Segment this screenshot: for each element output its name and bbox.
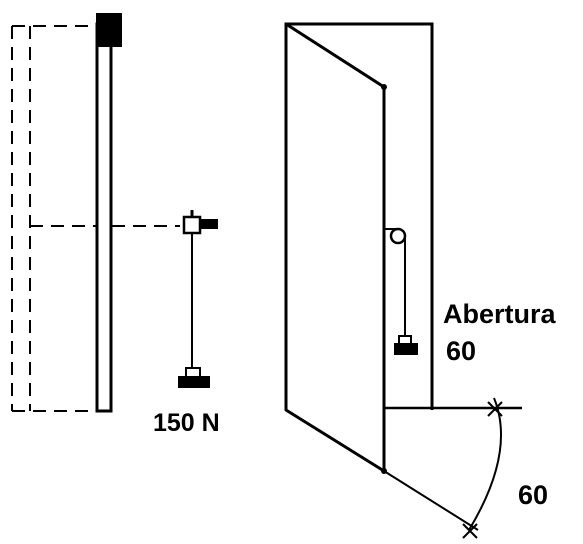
door-pulley bbox=[384, 227, 407, 338]
door-leaf-edge bbox=[95, 22, 113, 413]
door-pulley-wheel bbox=[389, 227, 407, 245]
angle-arc bbox=[468, 397, 503, 531]
angle-arc-end-marks bbox=[462, 401, 503, 539]
opening-label-value: 60 bbox=[446, 336, 476, 366]
side-view: 150 N bbox=[11, 13, 220, 437]
load-label: 150 N bbox=[153, 409, 220, 437]
weight-top bbox=[185, 367, 201, 378]
door-weight-top bbox=[398, 335, 412, 345]
door-weight bbox=[394, 335, 418, 355]
open-door-leaf bbox=[284, 22, 386, 473]
perspective-view: Abertura 60 60 bbox=[284, 22, 557, 539]
door-weight-base bbox=[394, 343, 418, 355]
angle-label: 60 bbox=[518, 480, 548, 510]
dashed-door-outline bbox=[11, 25, 180, 412]
pulley-attachment bbox=[182, 210, 218, 235]
door-corner-top bbox=[381, 84, 387, 90]
weight-base bbox=[178, 376, 210, 388]
opening-label-word: Abertura bbox=[443, 299, 557, 329]
pulley-axle bbox=[200, 219, 218, 229]
hinge-block bbox=[96, 13, 122, 47]
opening-direction-line bbox=[383, 470, 479, 531]
pulley-body bbox=[182, 215, 202, 235]
weight bbox=[178, 367, 210, 388]
